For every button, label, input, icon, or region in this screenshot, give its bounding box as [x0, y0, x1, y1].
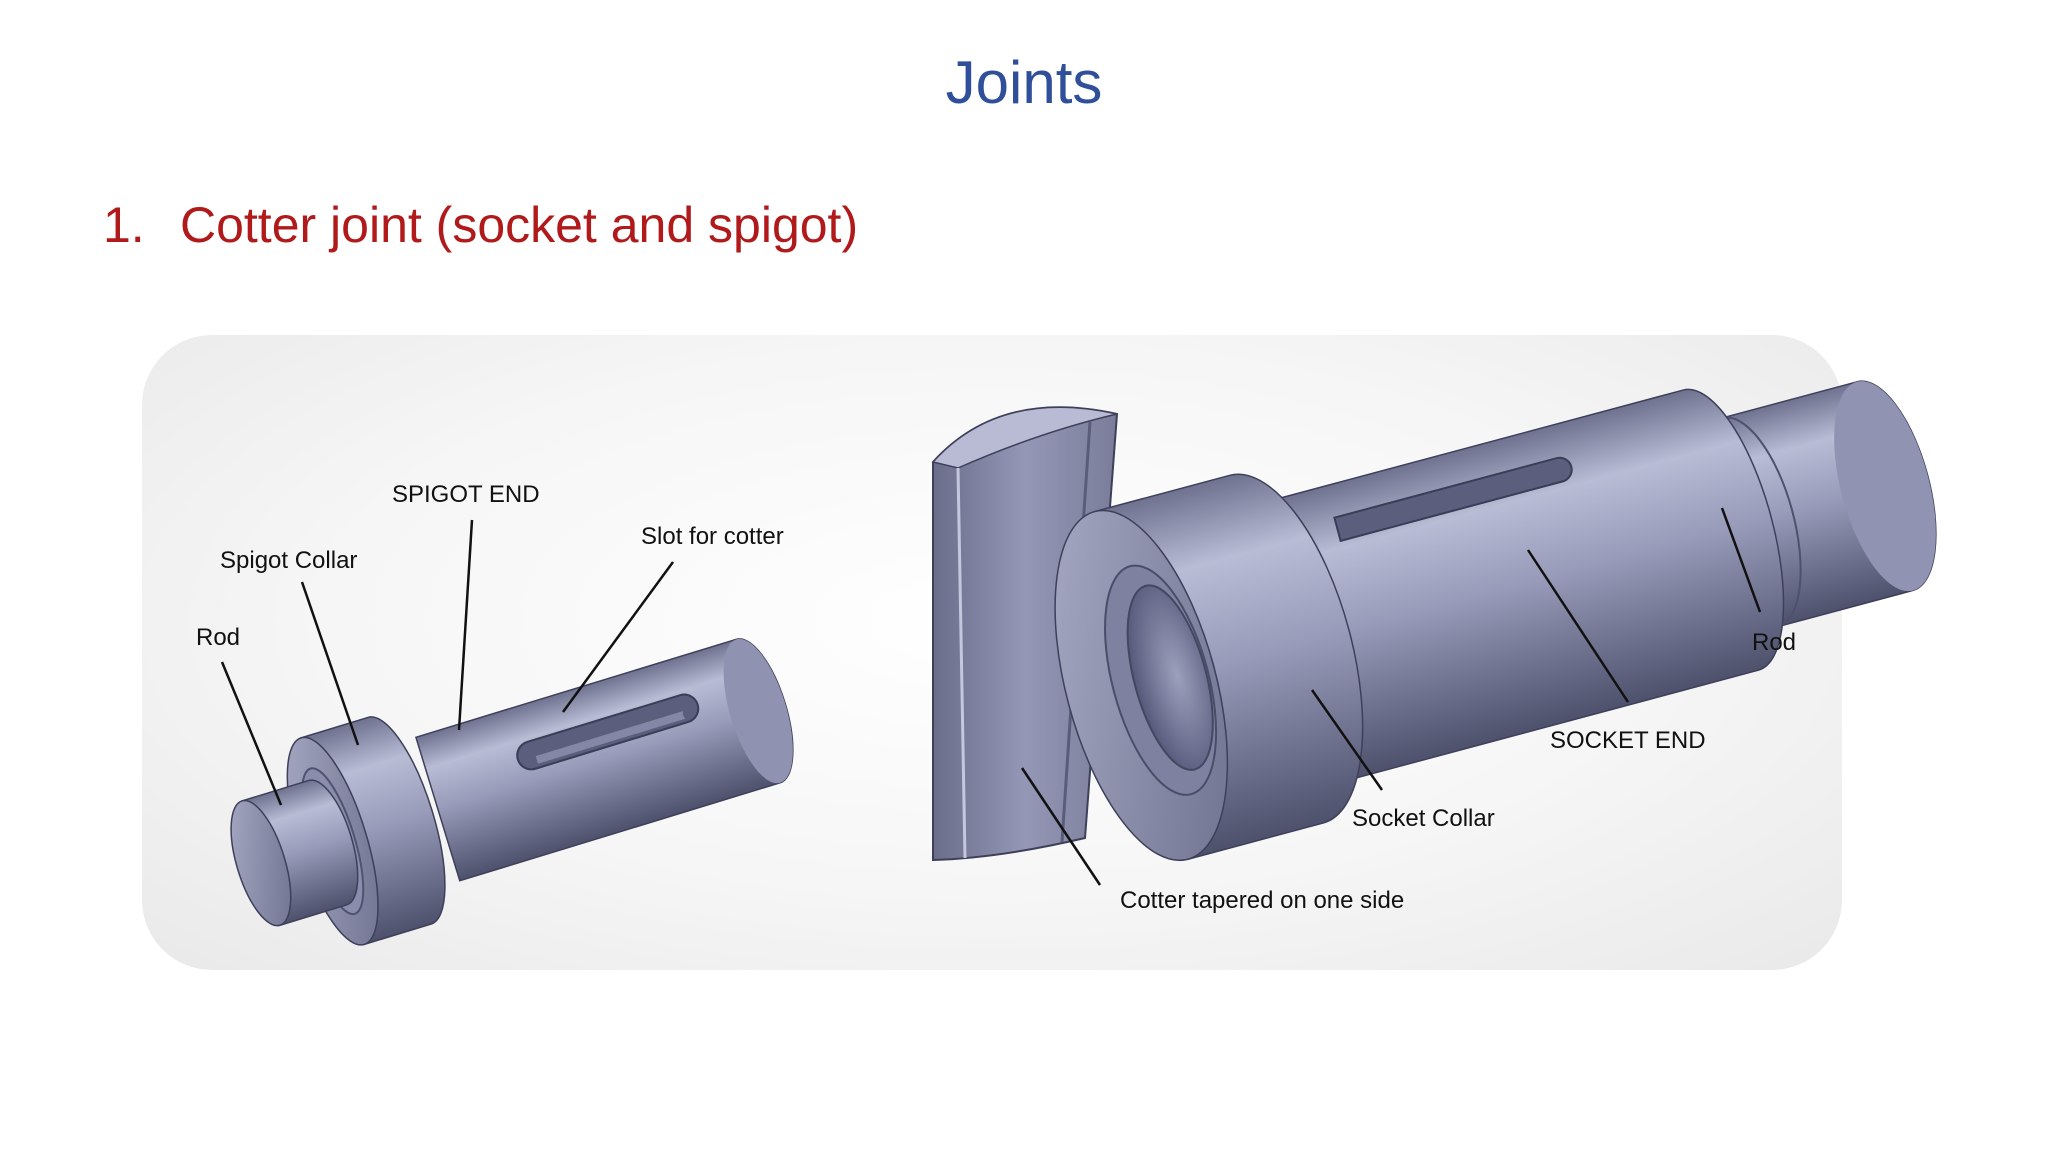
leader-rod-right — [1720, 507, 1762, 613]
slide-title: Joints — [945, 49, 1103, 116]
item-number: 1. — [103, 197, 145, 253]
label-socket-end: SOCKET END — [1550, 727, 1706, 754]
spigot-part — [230, 638, 794, 946]
label-rod-left: Rod — [196, 624, 240, 651]
leader-socket-collar — [1310, 689, 1384, 791]
leader-lines — [220, 507, 1762, 886]
leader-spigot-collar — [300, 581, 360, 746]
label-cotter: Cotter tapered on one side — [1120, 887, 1404, 914]
item-heading: 1. Cotter joint (socket and spigot) — [103, 196, 858, 254]
leader-rod-left — [220, 661, 283, 806]
label-slot-for-cotter: Slot for cotter — [641, 523, 784, 550]
socket-part — [1054, 380, 1937, 862]
leader-spigot-end — [457, 519, 474, 731]
label-spigot-end: SPIGOT END — [392, 481, 540, 508]
label-rod-right: Rod — [1752, 629, 1796, 656]
label-spigot-collar: Spigot Collar — [220, 547, 357, 574]
leader-slot — [561, 561, 675, 713]
leader-socket-end — [1526, 549, 1630, 703]
label-socket-collar: Socket Collar — [1352, 805, 1495, 832]
item-title: Cotter joint (socket and spigot) — [180, 197, 859, 253]
leader-cotter — [1020, 767, 1102, 886]
